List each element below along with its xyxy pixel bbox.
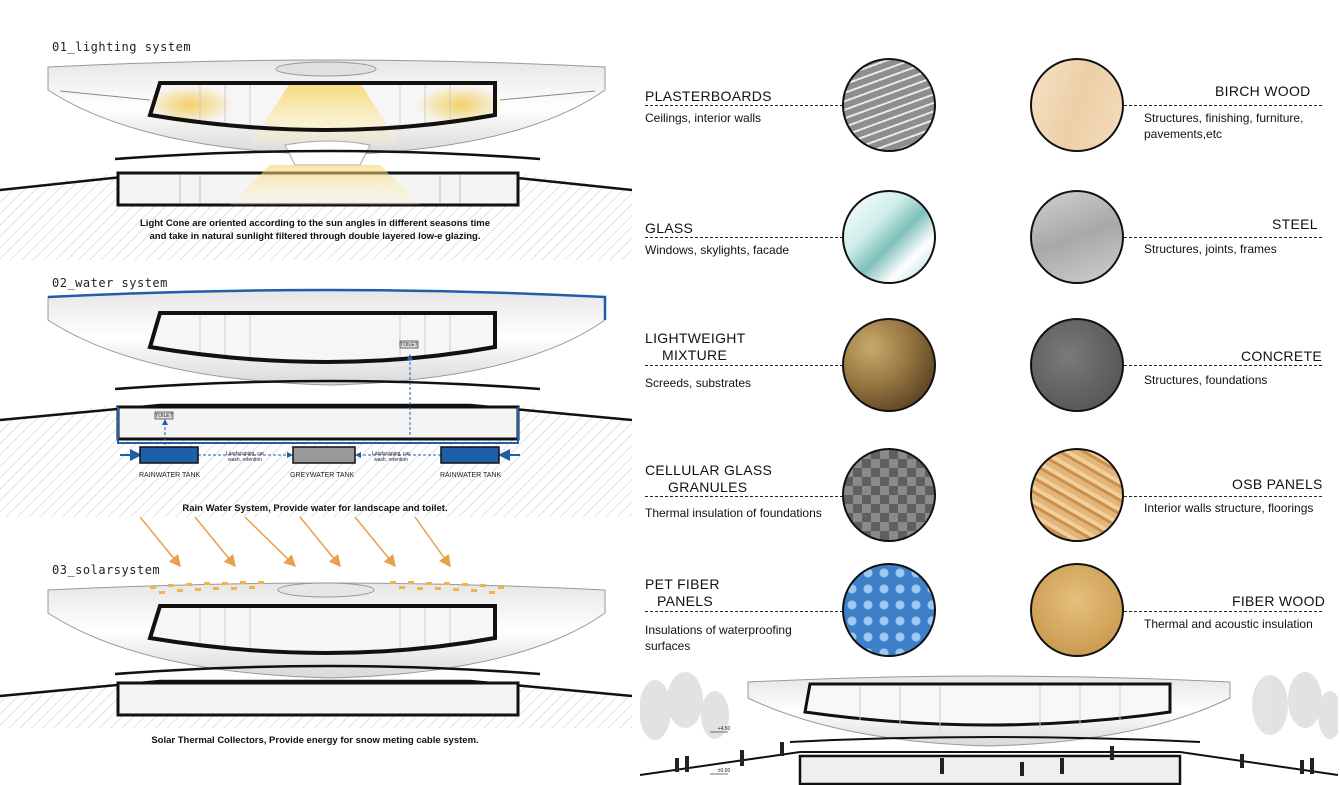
material-desc-cellular: Thermal insulation of foundations [645, 506, 822, 520]
material-desc-pet-line1: Insulations of waterproofing [645, 623, 792, 637]
lighting-caption-line2: and take in natural sunlight filtered th… [149, 231, 481, 242]
swatch-birch-wood [1030, 58, 1124, 152]
material-leader-birch-wood [1124, 105, 1322, 106]
solar-system-diagram [0, 581, 632, 728]
swatch-pet-fiber [842, 563, 936, 657]
material-name-lightweight-line2: MIXTURE [662, 347, 728, 363]
lighting-system-diagram [0, 59, 632, 260]
swatch-plasterboards [842, 58, 936, 152]
material-name-concrete: CONCRETE [1241, 348, 1322, 364]
swatch-concrete [1030, 318, 1124, 412]
material-desc-steel: Structures, joints, frames [1144, 242, 1277, 256]
level-lower-label: ±0.00 [717, 768, 731, 774]
greywater-tank-label: GREYWATER TANK [290, 472, 355, 479]
material-leader-steel [1124, 237, 1322, 238]
material-leader-osb-panels [1124, 496, 1322, 497]
swatch-osb-panels [1030, 448, 1124, 542]
material-name-fiber-wood: FIBER WOOD [1232, 593, 1326, 609]
material-name-birch-wood: BIRCH WOOD [1215, 83, 1311, 99]
level-upper-label: +4.50 [717, 726, 731, 732]
material-name-lightweight-line1: LIGHTWEIGHT [645, 330, 746, 346]
toilet-label-1: TOILET [400, 342, 418, 348]
landscaping-label-2: Landscaping, car wash, retention [371, 451, 411, 463]
material-leader-cellular [645, 496, 843, 497]
material-name-pet-line1: PET FIBER [645, 576, 720, 592]
lighting-system-title: 01_lighting system [52, 40, 192, 54]
material-desc-birch-line1: Structures, finishing, furniture, [1144, 111, 1304, 125]
material-desc-glass: Windows, skylights, facade [645, 243, 790, 257]
material-desc-birch-line2: pavements,etc [1144, 127, 1223, 141]
rainwater-tank-right-label: RAINWATER TANK [440, 472, 502, 479]
material-leader-concrete [1124, 365, 1322, 366]
material-name-glass: GLASS [645, 220, 694, 236]
material-leader-plasterboards [645, 105, 843, 106]
material-desc-concrete: Structures, foundations [1144, 373, 1268, 387]
material-name-plasterboards: PLASTERBOARDS [645, 88, 772, 104]
material-name-cellular-line2: GRANULES [668, 479, 748, 495]
material-name-pet-line2: PANELS [657, 593, 714, 609]
building-section-drawing [640, 672, 1338, 785]
material-desc-pet: Insulations of waterproofing surfaces [645, 622, 792, 654]
material-desc-pet-line2: surfaces [645, 639, 691, 653]
toilet-label-2: TOILET [155, 413, 173, 419]
swatch-glass [842, 190, 936, 284]
water-system-title: 02_water system [52, 276, 168, 290]
rainwater-tank-left-label: RAINWATER TANK [139, 472, 201, 479]
swatch-steel [1030, 190, 1124, 284]
swatch-cellular-glass [842, 448, 936, 542]
material-desc-fiber-wood: Thermal and acoustic insulation [1144, 617, 1313, 631]
material-leader-pet [645, 611, 843, 612]
material-leader-glass [645, 237, 843, 238]
material-desc-plasterboards: Ceilings, interior walls [645, 111, 762, 125]
solar-system-title: 03_solarsystem [52, 563, 161, 577]
material-leader-lightweight [645, 365, 843, 366]
sun-ray-arrows [140, 516, 451, 568]
lighting-caption-line1: Light Cone are oriented according to the… [140, 218, 490, 229]
water-system-diagram [0, 288, 632, 517]
landscaping-label-1: Landscaping, car wash, retention [225, 451, 265, 463]
material-desc-birch-wood: Structures, finishing, furniture, paveme… [1144, 110, 1303, 142]
lighting-caption: Light Cone are oriented according to the… [80, 217, 550, 243]
swatch-lightweight-mixture [842, 318, 936, 412]
material-name-steel: STEEL [1272, 216, 1318, 232]
material-desc-osb-panels: Interior walls structure, floorings [1144, 501, 1314, 515]
material-name-osb-panels: OSB PANELS [1232, 476, 1323, 492]
water-caption: Rain Water System, Provide water for lan… [182, 503, 448, 514]
solar-caption: Solar Thermal Collectors, Provide energy… [151, 735, 479, 746]
swatch-fiber-wood [1030, 563, 1124, 657]
material-desc-lightweight: Screeds, substrates [645, 376, 752, 390]
material-leader-fiber-wood [1124, 611, 1322, 612]
material-name-cellular-line1: CELLULAR GLASS [645, 462, 773, 478]
